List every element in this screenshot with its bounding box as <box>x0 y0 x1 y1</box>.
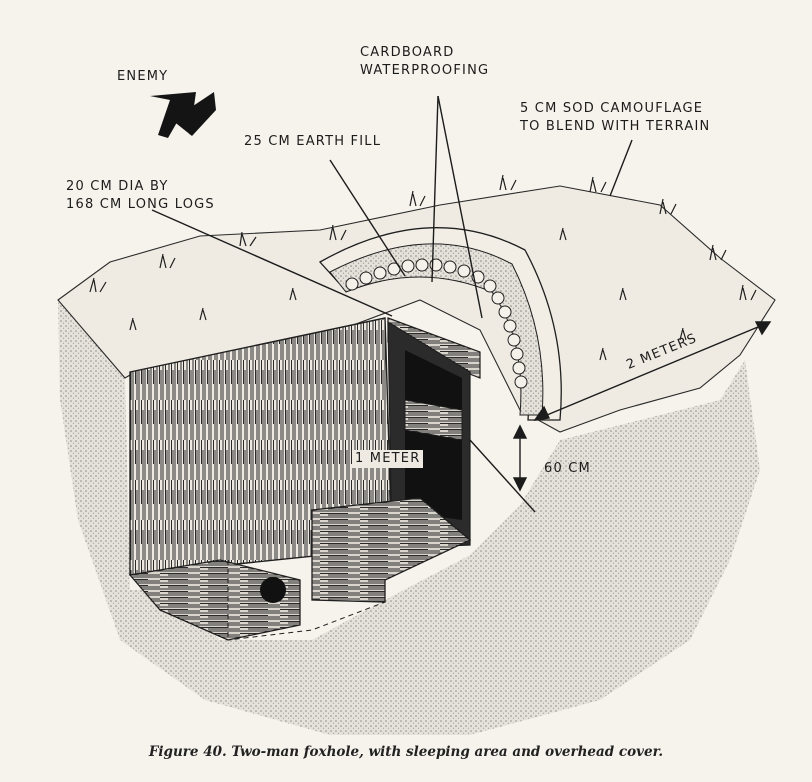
sleeping-area-floor <box>404 399 463 441</box>
label-cardboard-waterproofing: CARDBOARD WATERPROOFING <box>360 45 490 78</box>
label-earth-fill: 25 CM EARTH FILL <box>244 134 382 149</box>
label-logs: 20 CM DIA BY 168 CM LONG LOGS <box>66 179 215 212</box>
sump-hole <box>260 577 286 603</box>
pit-floor-step <box>311 497 472 603</box>
figure-caption: Figure 40. Two-man foxhole, with sleepin… <box>148 744 664 760</box>
leader-lines <box>151 95 633 319</box>
grass-tufts <box>89 174 757 361</box>
enemy-direction-arrow <box>150 92 216 138</box>
label-60-cm: 60 CM <box>544 461 591 476</box>
label-enemy: ENEMY <box>117 69 169 84</box>
label-sod-camouflage: 5 CM SOD CAMOUFLAGE TO BLEND WITH TERRAI… <box>520 101 711 134</box>
dimension-60-cm <box>469 424 536 513</box>
ground-shading <box>58 300 760 735</box>
hidden-edges <box>159 560 386 641</box>
label-1-meter: 1 METER <box>352 450 424 468</box>
dimension-2-meters <box>533 321 772 421</box>
